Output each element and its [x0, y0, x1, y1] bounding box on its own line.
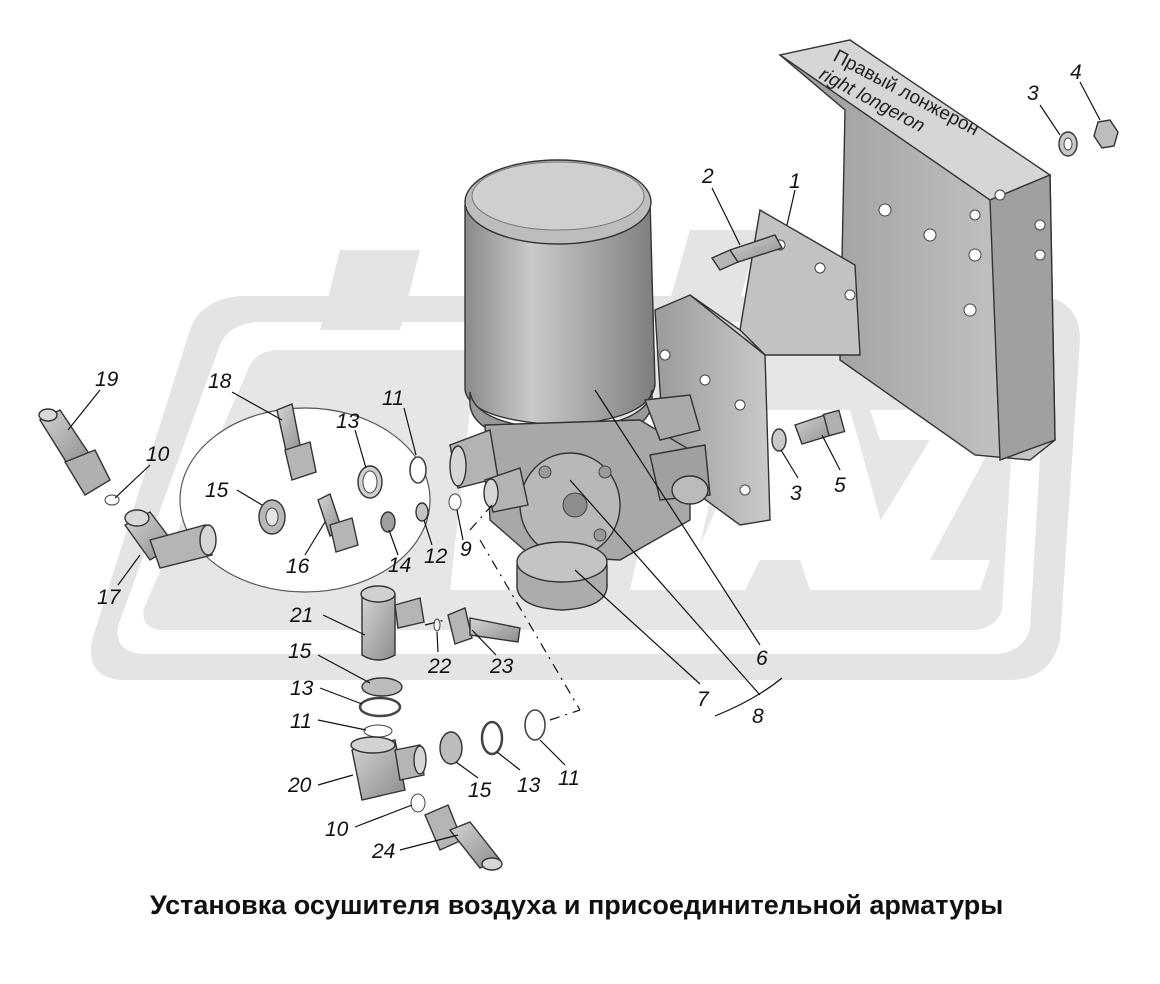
- diagram-canvas: Правый лонжерон right longeron: [38, 39, 1119, 871]
- callout-12: 12: [424, 545, 448, 568]
- callout-6: 6: [756, 647, 768, 670]
- seal-ring-11-disc: [409, 456, 427, 484]
- callout-14: 14: [388, 554, 411, 577]
- callout-8: 8: [752, 705, 764, 728]
- assembly-axis-lines: [424, 504, 581, 721]
- air-dryer-body: [449, 394, 711, 561]
- muffler: [516, 541, 608, 611]
- callout-5: 5: [834, 474, 846, 497]
- fitting-18: [276, 403, 317, 481]
- washer-3-upper-hole: [1063, 137, 1073, 151]
- callout-9: 9: [460, 538, 472, 561]
- elbow-fitting-17: [123, 509, 217, 569]
- callout-11-side: 11: [558, 767, 580, 790]
- callout-13-disc: 13: [336, 410, 360, 433]
- figure-caption: Установка осушителя воздуха и присоедини…: [150, 890, 1004, 920]
- callout-15-lower: 15: [288, 640, 312, 663]
- air-dryer-cartridge: [464, 159, 656, 445]
- nut-15-side: [439, 731, 463, 765]
- elbow-fitting-16: [317, 493, 359, 553]
- callout-13-lower: 13: [290, 677, 314, 700]
- callout-15-disc: 15: [205, 479, 229, 502]
- callout-18: 18: [208, 370, 232, 393]
- seal-ring-11-lower: [363, 724, 393, 738]
- callout-15-side: 15: [468, 779, 492, 802]
- seal-ring-22: [433, 618, 441, 632]
- washer-13-disc-hole: [362, 470, 378, 494]
- callout-24: 24: [371, 840, 395, 863]
- bolt-2: [710, 234, 784, 271]
- callout-10-lower: 10: [325, 818, 349, 841]
- callout-3-upper: 3: [1027, 82, 1039, 105]
- washer-3-lower: [771, 428, 787, 452]
- fitting-19: [38, 408, 111, 496]
- washer-13-side: [480, 720, 504, 756]
- tee-fitting-21: [360, 585, 425, 661]
- leader-lines: [67, 81, 1101, 851]
- callout-21: 21: [289, 604, 313, 627]
- exploded-view-disc: [179, 407, 431, 593]
- washer-12: [415, 502, 429, 522]
- callout-labels: 1 2 3 3 4 5 6 7 8 9 10 10 11 11 11 12 13…: [95, 61, 1082, 863]
- tee-fitting-20: [350, 736, 427, 801]
- callout-10-upper: 10: [146, 443, 170, 466]
- nut-15-disc-bore: [265, 507, 279, 527]
- callout-2: 2: [701, 165, 714, 188]
- washer-13-lower: [358, 696, 402, 718]
- callout-1: 1: [789, 170, 801, 193]
- callout-17: 17: [97, 586, 122, 609]
- nut-15-lower: [361, 677, 403, 697]
- callout-11-lower: 11: [290, 710, 312, 733]
- callout-7: 7: [697, 688, 710, 711]
- seal-ring-11-side: [524, 709, 546, 741]
- callout-11-disc: 11: [382, 387, 404, 410]
- callout-23: 23: [489, 655, 514, 678]
- seal-ring-10-lower: [410, 793, 426, 813]
- seal-14: [380, 511, 396, 533]
- callout-3-lower: 3: [790, 482, 802, 505]
- bolt-5: [794, 409, 846, 445]
- callout-19: 19: [95, 368, 119, 391]
- callout-20: 20: [287, 774, 312, 797]
- fitting-24: [424, 804, 503, 871]
- fitting-23: [447, 607, 521, 645]
- nut-4: [1093, 119, 1119, 149]
- callout-4: 4: [1070, 61, 1082, 84]
- seal-ring-9: [448, 493, 462, 511]
- callout-13-side: 13: [517, 774, 541, 797]
- callout-22: 22: [427, 655, 452, 678]
- callout-16: 16: [286, 555, 310, 578]
